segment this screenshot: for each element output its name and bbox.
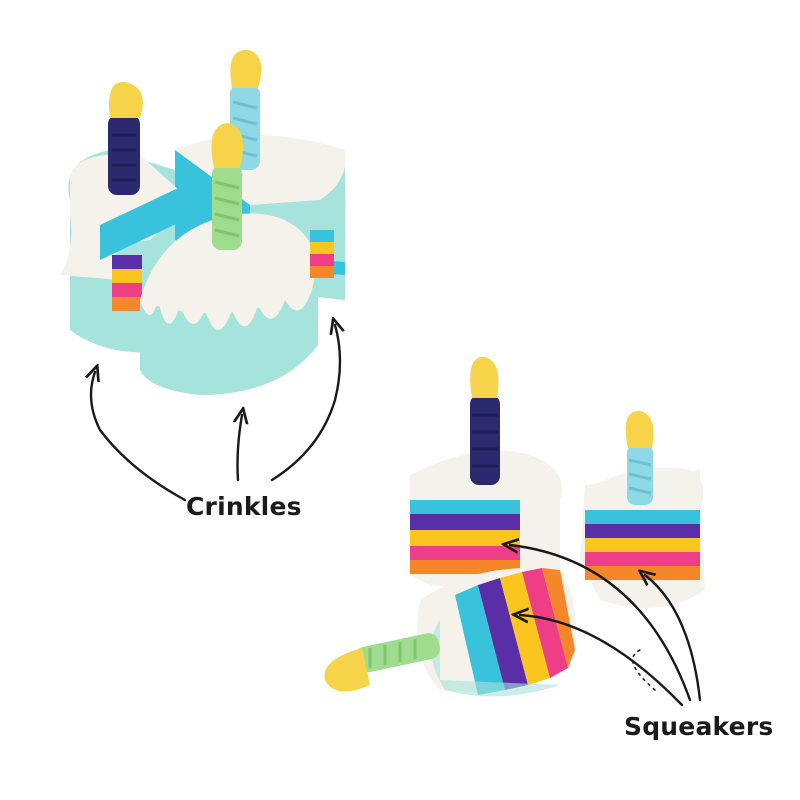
candle-sky	[230, 49, 262, 170]
cake-slices-group	[324, 356, 705, 697]
candle-green	[211, 123, 244, 250]
squeakers-label: Squeakers	[624, 712, 774, 741]
cake-slice-front	[140, 213, 334, 395]
candle-navy	[108, 81, 143, 195]
crinkles-label: Crinkles	[186, 492, 302, 521]
squeakers-arrows	[510, 545, 702, 707]
slice-navy-candle	[410, 356, 562, 589]
cake-slice-left	[60, 150, 195, 353]
whole-cake-toy	[60, 49, 346, 395]
crinkles-arrows	[91, 325, 340, 502]
slice-green-candle	[324, 568, 576, 697]
slice-sky-candle	[580, 410, 705, 608]
